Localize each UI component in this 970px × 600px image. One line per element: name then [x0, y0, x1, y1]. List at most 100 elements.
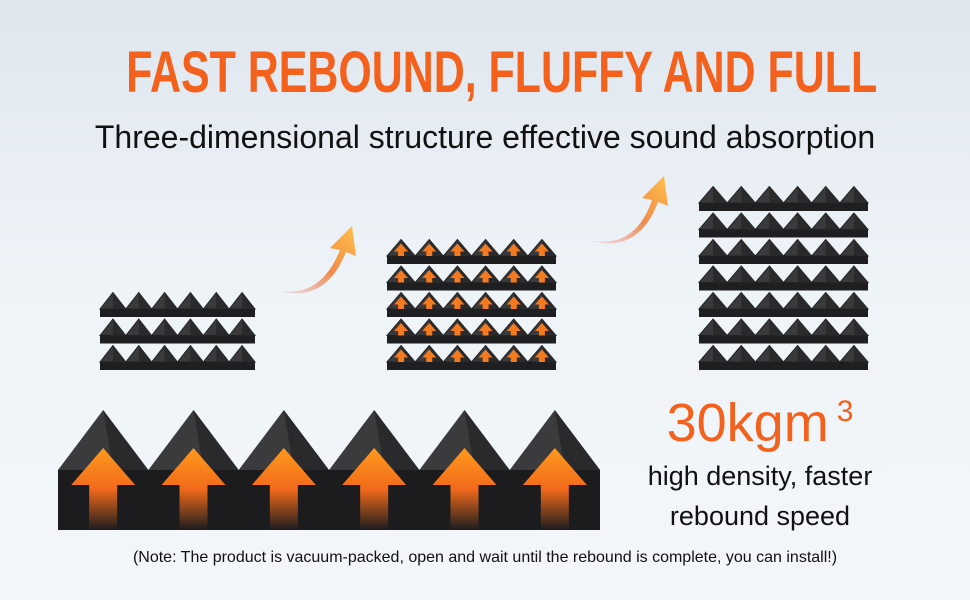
- up-arrow-icon: [342, 448, 407, 530]
- foam-stack: [697, 185, 870, 370]
- foam-peak-shadow: [457, 292, 472, 309]
- up-arrow-icon: [432, 448, 497, 530]
- foam-layer-base: [100, 362, 255, 370]
- foam-layer-base: [699, 229, 868, 238]
- foam-peak-shadow: [825, 266, 840, 283]
- foam-peak-shadow: [401, 345, 416, 362]
- foam-peak-shadow: [741, 292, 756, 309]
- foam-peak-shadow: [429, 239, 444, 256]
- foam-peak-shadow: [541, 266, 556, 283]
- foam-peak-shadow: [138, 319, 152, 336]
- foam-peak-shadow: [429, 319, 444, 336]
- foam-peak-shadow: [769, 186, 784, 203]
- foam-layer-base: [100, 335, 255, 344]
- density-description-line-2: rebound speed: [669, 501, 851, 531]
- foam-peak-shadow: [825, 239, 840, 256]
- up-arrow-icon: [534, 323, 549, 336]
- foam-peak-shadow: [485, 345, 500, 362]
- foam-peak-shadow: [741, 345, 756, 362]
- foam-peak-shadow: [242, 319, 255, 336]
- foam-peak-shadow: [797, 319, 812, 336]
- foam-peak-shadow: [242, 292, 255, 309]
- foam-peak-shadow: [797, 239, 812, 256]
- up-arrow-icon: [534, 349, 549, 362]
- density-superscript: 3: [836, 395, 854, 428]
- up-arrow-icon: [534, 270, 549, 283]
- foam-layer-base: [387, 256, 556, 264]
- headline: FAST REBOUND, FLUFFY AND FULL: [126, 40, 878, 105]
- foam-peak-shadow: [825, 186, 840, 203]
- foam-layer-base: [387, 335, 556, 344]
- foam-peak-shadow: [457, 345, 472, 362]
- foam-peak-shadow: [797, 345, 812, 362]
- foam-peak-shadow: [242, 345, 255, 362]
- growth-arrow-icon: [275, 226, 356, 294]
- foam-peak-shadow: [713, 292, 728, 309]
- foam-peak-shadow: [513, 345, 528, 362]
- foam-layer-base: [387, 362, 556, 370]
- foam-peak-shadow: [112, 345, 126, 362]
- foam-panel-base: [58, 470, 600, 530]
- foam-peak-shadow: [401, 292, 416, 309]
- foam-peak-shadow: [853, 292, 868, 309]
- foam-peak-shadow: [825, 319, 840, 336]
- foam-peak-shadow: [112, 319, 126, 336]
- up-arrow-icon: [422, 323, 437, 336]
- foam-layer-base: [699, 335, 868, 344]
- foam-peak-shadow: [853, 266, 868, 283]
- up-arrow-icon: [394, 296, 409, 309]
- foam-peak-shadow: [853, 239, 868, 256]
- foam-peak-shadow: [485, 292, 500, 309]
- up-arrow-icon: [478, 296, 493, 309]
- up-arrow-icon: [450, 243, 465, 256]
- foam-peak-shadow: [457, 319, 472, 336]
- foam-peak-shadow: [741, 239, 756, 256]
- up-arrow-icon: [450, 349, 465, 362]
- density-number: 30kgm: [666, 393, 829, 453]
- foam-peak-shadow: [429, 266, 444, 283]
- up-arrow-icon: [394, 270, 409, 283]
- foam-peak-shadow: [797, 292, 812, 309]
- up-arrow-icon: [251, 448, 316, 530]
- up-arrow-icon: [422, 270, 437, 283]
- subheadline: Three-dimensional structure effective so…: [94, 119, 876, 155]
- foam-peak-shadow: [713, 239, 728, 256]
- foam-peak-shadow: [164, 319, 178, 336]
- foam-layer-base: [699, 203, 868, 211]
- up-arrow-icon: [394, 243, 409, 256]
- up-arrow-icon: [506, 270, 521, 283]
- foam-peak-shadow: [741, 319, 756, 336]
- foam-peak-shadow: [429, 292, 444, 309]
- foam-peak-shadow: [485, 266, 500, 283]
- foam-layer-base: [699, 362, 868, 370]
- foam-peak-shadow: [283, 410, 329, 470]
- foam-stack: [385, 238, 558, 370]
- foam-peak-shadow: [797, 213, 812, 230]
- foam-peak-shadow: [769, 319, 784, 336]
- foam-peak-shadow: [112, 292, 126, 309]
- foam-peak-shadow: [741, 186, 756, 203]
- up-arrow-icon: [478, 323, 493, 336]
- up-arrow-icon: [71, 448, 136, 530]
- foam-peak-shadow: [825, 345, 840, 362]
- foam-peak-shadow: [193, 410, 239, 470]
- foam-peak-shadow: [513, 319, 528, 336]
- foam-peak-shadow: [741, 266, 756, 283]
- up-arrow-icon: [522, 448, 587, 530]
- foam-peak-shadow: [513, 239, 528, 256]
- foam-peak-shadow: [216, 319, 230, 336]
- foam-peak-shadow: [103, 410, 149, 470]
- up-arrow-icon: [450, 270, 465, 283]
- foam-peak-shadow: [853, 345, 868, 362]
- foam-peak-shadow: [190, 345, 204, 362]
- foam-peak-shadow: [853, 186, 868, 203]
- growth-arrow-icon: [588, 176, 668, 244]
- foam-layer-base: [100, 309, 255, 317]
- up-arrow-icon: [394, 323, 409, 336]
- foam-peak-shadow: [713, 186, 728, 203]
- foam-peak-shadow: [485, 239, 500, 256]
- foam-peak-shadow: [485, 319, 500, 336]
- foam-peak-shadow: [429, 345, 444, 362]
- foam-peak-shadow: [769, 213, 784, 230]
